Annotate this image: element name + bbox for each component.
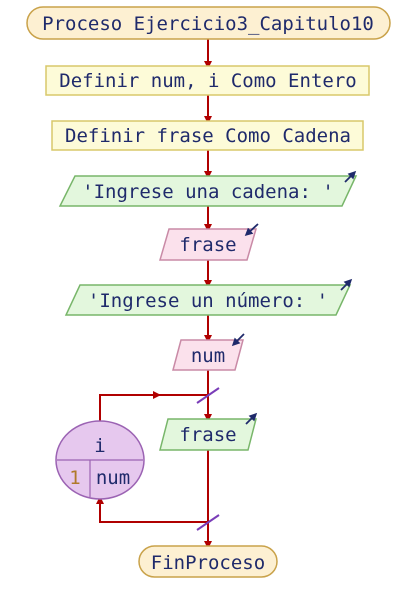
define-step-1-label: Definir num, i Como Entero (59, 70, 356, 92)
output-arrow-icon (340, 278, 353, 291)
start-terminal-label: Proceso Ejercicio3_Capitulo10 (42, 13, 374, 35)
define-step-1[interactable]: Definir num, i Como Entero (45, 65, 370, 96)
loop-end-tick (196, 514, 220, 531)
define-step-2-label: Definir frase Como Cadena (65, 125, 351, 147)
connector-loop-return (96, 496, 208, 523)
loop-variable: i (94, 435, 105, 457)
start-terminal[interactable]: Proceso Ejercicio3_Capitulo10 (26, 6, 391, 40)
flow-connectors (96, 39, 212, 549)
for-loop-node[interactable]: i 1 num (55, 420, 145, 500)
input-step-2-label: num (191, 345, 225, 367)
output-arrow-icon (245, 412, 258, 425)
end-terminal[interactable]: FinProceso (138, 545, 278, 578)
end-terminal-label: FinProceso (151, 552, 265, 574)
input-step-1[interactable]: frase (159, 223, 259, 261)
input-step-2[interactable]: num (172, 333, 245, 371)
loop-end-value: num (96, 467, 130, 489)
loop-start-tick (196, 387, 220, 404)
define-step-2[interactable]: Definir frase Como Cadena (51, 120, 364, 151)
output-step-1-label: 'Ingrese una cadena: ' (82, 181, 334, 203)
loop-body-output-label: frase (179, 424, 236, 446)
output-arrow-icon (344, 170, 357, 183)
loop-start-value: 1 (69, 467, 80, 489)
loop-body-output[interactable]: frase (159, 412, 258, 451)
output-step-2-label: 'Ingrese un número: ' (88, 290, 328, 312)
input-arrow-icon (231, 333, 245, 347)
output-step-1[interactable]: 'Ingrese una cadena: ' (58, 170, 358, 207)
input-arrow-icon (244, 223, 259, 237)
input-step-1-label: frase (179, 234, 236, 256)
output-step-2[interactable]: 'Ingrese un número: ' (64, 278, 353, 316)
connector-loop-entry (99, 394, 208, 421)
